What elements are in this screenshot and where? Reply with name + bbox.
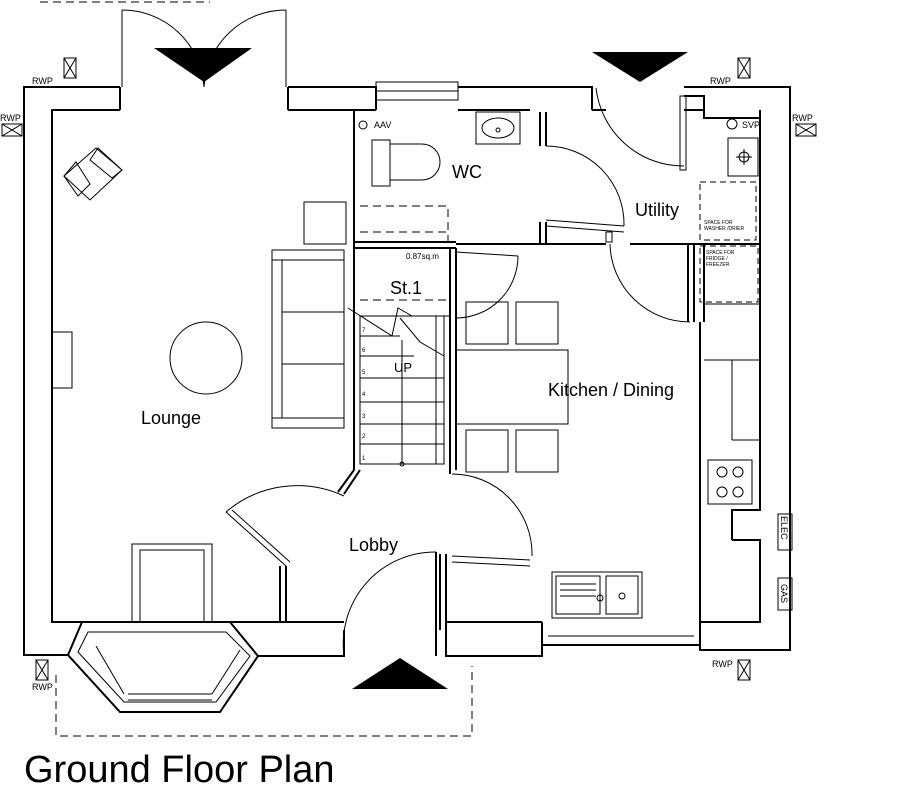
utility-fixtures: SPACE FOR WASHER /DRIER	[699, 118, 759, 241]
rwp-label: RWP	[712, 659, 733, 669]
washer-space-label: SPACE FOR WASHER /DRIER	[704, 220, 744, 232]
rwp-label: RWP	[32, 76, 53, 86]
rwp-label: RWP	[710, 76, 731, 86]
external-walls	[23, 81, 791, 657]
utility-rear-door	[592, 52, 688, 171]
room-label-store: St.1	[390, 278, 422, 298]
front-entrance-arrow	[352, 658, 448, 689]
rwp-downpipes	[1, 57, 817, 681]
room-labels: Lounge WC Utility Kitchen / Dining Lobby…	[141, 162, 679, 555]
room-label-wc: WC	[452, 162, 482, 182]
gas-label: GAS	[779, 584, 789, 603]
internal-walls	[225, 112, 760, 657]
room-label-kitchen: Kitchen / Dining	[548, 380, 674, 400]
elec-label: ELEC	[779, 516, 789, 540]
staircase: UP 1 2 3 4 5 6 7	[347, 299, 450, 467]
stair-step-number: 5	[362, 370, 366, 376]
fridge-space-label: SPACE FOR FRIDGE / FREEZER	[706, 250, 736, 268]
kitchen-fixtures: SPACE FOR FRIDGE / FREEZER	[455, 245, 760, 619]
annotation-labels: RWP RWP RWP RWP RWP RWP AAV SVP ELEC GAS…	[0, 76, 813, 692]
bay-window	[66, 621, 260, 713]
stair-step-number: 3	[362, 414, 366, 420]
front-dashed-outline	[55, 666, 473, 737]
stair-label: UP	[394, 360, 412, 375]
meter-boxes	[777, 513, 793, 611]
rwp-label: RWP	[0, 113, 21, 123]
wc-boxing-dashed	[360, 205, 449, 242]
room-label-utility: Utility	[635, 200, 679, 220]
rwp-label: RWP	[792, 113, 813, 123]
room-label-lounge: Lounge	[141, 408, 201, 428]
svp-label: SVP	[742, 120, 760, 130]
store-area-label: 0.87sq.m	[406, 252, 439, 261]
stair-step-numbers: 1 2 3 4 5 6 7	[362, 328, 366, 462]
rwp-label: RWP	[32, 682, 53, 692]
aav-label: AAV	[374, 120, 391, 130]
wc-fixtures	[358, 111, 521, 187]
lounge-furniture	[51, 147, 347, 622]
stair-step-number: 7	[362, 328, 366, 334]
lounge-french-doors	[121, 9, 287, 88]
stair-step-number: 1	[362, 456, 366, 462]
stair-step-number: 6	[362, 348, 366, 354]
stair-step-number: 2	[362, 434, 366, 440]
plan-title: Ground Floor Plan	[24, 749, 335, 791]
room-label-lobby: Lobby	[349, 535, 398, 555]
stair-step-number: 4	[362, 392, 366, 398]
